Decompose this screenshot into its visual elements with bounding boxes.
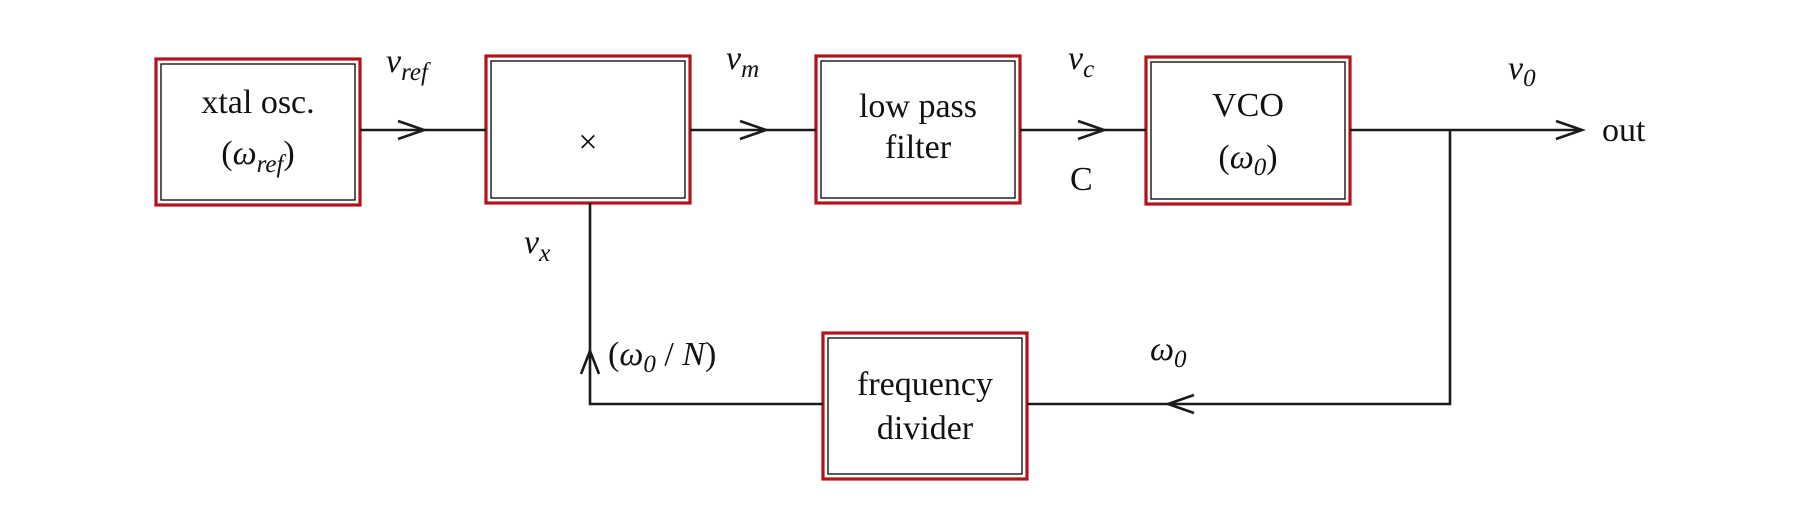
- c-subscript: c: [1083, 56, 1094, 83]
- paren-open: (: [1218, 139, 1229, 176]
- x-subscript: x: [538, 240, 550, 267]
- omega-symbol: ω: [1150, 331, 1174, 368]
- xtal-oscillator-block: xtal osc. (ωref): [154, 57, 362, 207]
- mixer-inner-border: [490, 60, 686, 199]
- low-pass-filter-label-line2: filter: [885, 129, 952, 166]
- low-pass-filter-label-line1: low pass: [859, 88, 977, 125]
- vco-block: VCO (ω0): [1144, 55, 1352, 206]
- zero-subscript: 0: [1254, 154, 1267, 181]
- arrow-right-icon: [1077, 119, 1108, 141]
- xtal-oscillator-label: xtal osc.: [201, 84, 314, 121]
- zero-subscript: 0: [1174, 346, 1187, 373]
- frequency-divider-block: frequency divider: [821, 331, 1029, 481]
- m-subscript: m: [741, 56, 759, 83]
- low-pass-filter-block: low pass filter: [814, 54, 1022, 205]
- ref-subscript: ref: [257, 151, 287, 178]
- signal-omega-0-over-n: (ω0 / N): [608, 336, 716, 378]
- n-symbol: N: [681, 336, 707, 373]
- arrow-left-icon: [1164, 393, 1195, 415]
- v-symbol: v: [726, 40, 742, 77]
- xtal-oscillator-frequency: (ωref): [221, 135, 295, 178]
- paren-open: (: [608, 336, 619, 373]
- arrow-right-icon: [1555, 119, 1586, 141]
- vco-border: [1144, 55, 1352, 206]
- signal-v-m: vm: [726, 40, 759, 83]
- zero-subscript: 0: [643, 351, 656, 378]
- xtal-oscillator-inner-border: [160, 63, 356, 201]
- arrow-up-icon: [579, 347, 601, 375]
- mixer-block: ×: [484, 54, 692, 205]
- v-symbol: v: [524, 224, 540, 261]
- vco-frequency: (ω0): [1218, 139, 1277, 181]
- ref-subscript: ref: [401, 59, 431, 86]
- omega-symbol: ω: [1230, 139, 1254, 176]
- signal-v-x: vx: [524, 224, 550, 267]
- signal-v-ref: vref: [386, 43, 431, 86]
- paren-close: ): [705, 336, 716, 373]
- vco-inner-border: [1150, 61, 1346, 200]
- v-symbol: v: [1508, 50, 1524, 87]
- frequency-divider-label-line2: divider: [877, 410, 974, 447]
- omega-symbol: ω: [619, 336, 643, 373]
- signal-v-0: v0: [1508, 50, 1536, 92]
- low-pass-filter-inner-border: [820, 60, 1016, 199]
- frequency-divider-label-line1: frequency: [857, 366, 993, 403]
- divide-slash: /: [656, 336, 682, 373]
- v-symbol: v: [1068, 40, 1084, 77]
- zero-subscript: 0: [1523, 65, 1536, 92]
- xtal-oscillator-border: [154, 57, 362, 207]
- frequency-divider-border: [821, 331, 1029, 481]
- v-symbol: v: [386, 43, 402, 80]
- paren-close: ): [283, 135, 294, 172]
- signal-v-c: vc: [1068, 40, 1094, 83]
- signal-c-label: C: [1070, 161, 1093, 198]
- wire-divider-to-mixer: [588, 203, 823, 406]
- vco-label: VCO: [1212, 87, 1284, 124]
- frequency-divider-inner-border: [827, 337, 1023, 475]
- arrow-right-icon: [739, 119, 770, 141]
- output-label: out: [1602, 112, 1646, 149]
- paren-close: ): [1266, 139, 1277, 176]
- paren-open: (: [221, 135, 232, 172]
- multiply-icon: ×: [578, 124, 597, 161]
- arrow-right-icon: [397, 119, 428, 141]
- omega-symbol: ω: [233, 135, 257, 172]
- signal-omega-0: ω0: [1150, 331, 1187, 373]
